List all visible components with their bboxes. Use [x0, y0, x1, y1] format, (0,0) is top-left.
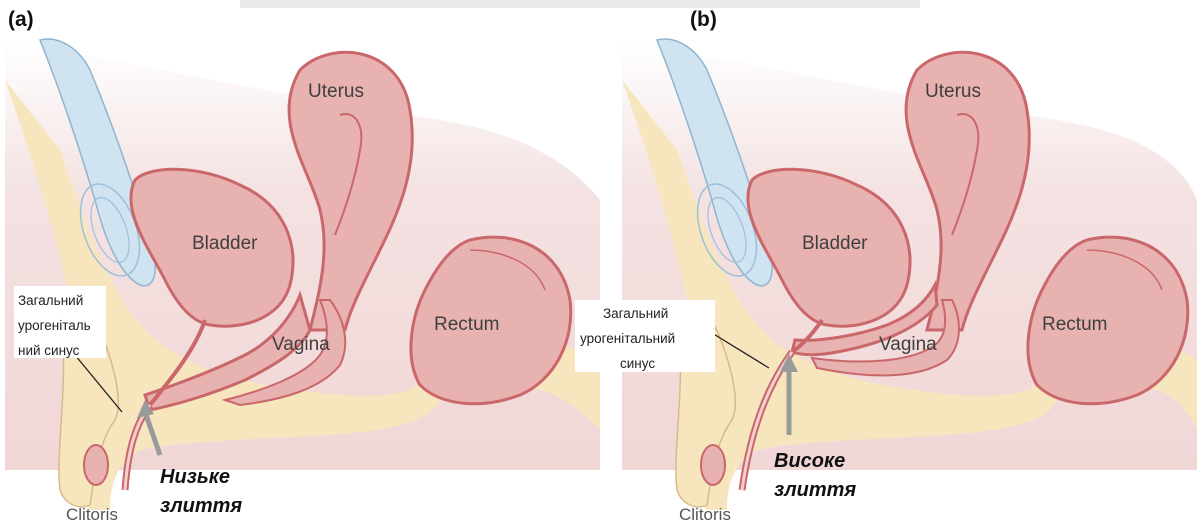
panel-b-sinus-label-line3: синус: [620, 356, 655, 371]
panel-b-confluence-label-line1: Високе: [774, 450, 845, 472]
panel-b-clitoris-label: Clitoris: [679, 505, 731, 524]
panel-b-rectum-label: Rectum: [1042, 314, 1107, 335]
panel-b-clitoris-shape: [701, 445, 725, 485]
panel-b-bladder-label: Bladder: [802, 233, 868, 254]
panel-b-confluence-label-line2: злиття: [774, 479, 856, 501]
panel-b-sinus-label-line2: урогенітальний: [580, 331, 675, 346]
panel-a-sinus-label-line3: ний синус: [18, 343, 80, 358]
panel-a-confluence-label-line1: Низьке: [160, 466, 230, 488]
panel-b-tag: (b): [690, 8, 717, 31]
panel-a-tag: (a): [8, 8, 34, 31]
panel-b-uterus-label: Uterus: [925, 81, 981, 102]
panel-a-rectum-label: Rectum: [434, 314, 499, 335]
panel-a-clitoris-label: Clitoris: [66, 505, 118, 524]
panel-a-vagina-label: Vagina: [272, 334, 330, 355]
panel-b-sinus-label-line1: Загальний: [603, 306, 668, 321]
panel-b-vagina-label: Vagina: [879, 334, 937, 355]
panel-a-confluence-label-line2: злиття: [160, 495, 242, 517]
panel-a-uterus-label: Uterus: [308, 81, 364, 102]
panel-a: (a) Uterus Bladder Vagina Rectum Clitori…: [5, 8, 600, 524]
panel-b: (b) Uterus Bladder Vagina Rectum Clitori…: [575, 8, 1197, 524]
panel-a-sinus-label-line2: урогеніталь: [18, 318, 91, 333]
panel-a-clitoris-shape: [84, 445, 108, 485]
obscured-title-band: [240, 0, 920, 8]
panel-a-sinus-label-line1: Загальний: [18, 293, 83, 308]
panel-a-bladder-label: Bladder: [192, 233, 258, 254]
